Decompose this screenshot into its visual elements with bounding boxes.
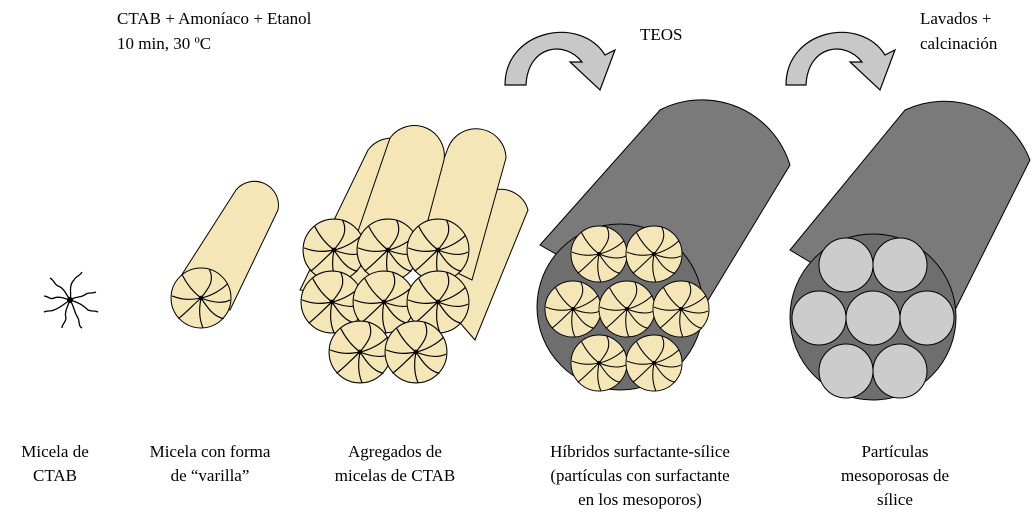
caption-rod-micelle: Micela con forma de “varilla” bbox=[130, 440, 290, 488]
mesoporous-cylinder-icon bbox=[790, 101, 1030, 400]
caption-micelle-aggregates: Agregados de micelas de CTAB bbox=[310, 440, 480, 488]
teos-label: TEOS bbox=[640, 24, 683, 45]
wash-label-line2: calcinación bbox=[920, 33, 997, 54]
caption-line: CTAB bbox=[0, 464, 110, 488]
caption-micelle: Micela de CTAB bbox=[0, 440, 110, 488]
conditions-line1: CTAB + Amoníaco + Etanol bbox=[117, 8, 311, 29]
caption-line: Partículas bbox=[820, 440, 970, 464]
caption-line: (partículas con surfactante bbox=[525, 464, 755, 488]
rod-micelle-icon bbox=[171, 181, 278, 328]
caption-line: sílice bbox=[820, 488, 970, 512]
curved-arrow-icon bbox=[505, 32, 615, 90]
caption-line: en los mesoporos) bbox=[525, 488, 755, 512]
caption-line: Agregados de bbox=[310, 440, 480, 464]
curved-arrow-icon bbox=[786, 32, 895, 90]
caption-line: mesoporosas de bbox=[820, 464, 970, 488]
rod-bundle-icon bbox=[300, 126, 528, 383]
caption-line: micelas de CTAB bbox=[310, 464, 480, 488]
conditions-line2: 10 min, 30 ºC bbox=[117, 33, 211, 54]
hybrid-cylinder-icon bbox=[537, 100, 790, 391]
wash-label-line1: Lavados + bbox=[920, 8, 991, 29]
caption-hybrid-particles: Híbridos surfactante-sílice (partículas … bbox=[525, 440, 755, 512]
caption-line: Híbridos surfactante-sílice bbox=[525, 440, 755, 464]
caption-mesoporous-particles: Partículas mesoporosas de sílice bbox=[820, 440, 970, 512]
caption-line: de “varilla” bbox=[130, 464, 290, 488]
caption-line: Micela de bbox=[0, 440, 110, 464]
caption-line: Micela con forma bbox=[130, 440, 290, 464]
micelle-icon bbox=[44, 272, 98, 328]
